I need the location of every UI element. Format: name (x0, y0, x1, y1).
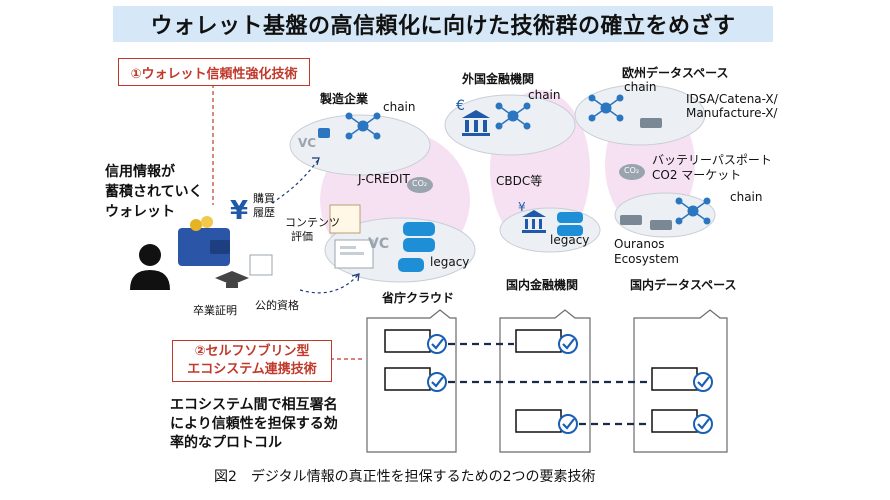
arrow-to-gov-cloud (299, 274, 359, 294)
person-icon (130, 244, 170, 290)
cbdc-label: CBDC等 (496, 174, 543, 188)
content-doc-icon (249, 204, 361, 276)
wallet-label-line3: ウォレット (105, 204, 175, 220)
chain-network-icon (345, 94, 711, 225)
figure-caption: 図2 デジタル情報の真正性を担保するための2つの要素技術 (214, 469, 596, 485)
sig-box-gov-1 (384, 329, 447, 354)
arrowhead-manufacturing (312, 157, 320, 166)
euro-icon: € (456, 98, 465, 114)
platform-foreign-finance (444, 94, 576, 156)
callout2-line1: ②セルフソブリン型 (194, 344, 310, 359)
co2-label-battery: CO₂ (624, 166, 640, 175)
node-manufacturing: 製造企業 (320, 92, 369, 106)
arrow-to-manufacturing (271, 159, 319, 204)
chain-label-foreign: chain (528, 88, 561, 102)
node-eu-data-space: 欧州データスペース (622, 66, 729, 80)
callout-wallet-reliability: ①ウォレット信頼性強化技術 (118, 58, 310, 86)
wallet-description: 信用情報が 蓄積されていく ウォレット (105, 162, 203, 222)
graduation-cap-icon (215, 271, 249, 288)
sig-box-data-2 (651, 409, 713, 434)
idsa-label: IDSA/Catena-X/Manufacture-X/ (686, 92, 778, 120)
graduation-certificate-label: 卒業証明 (193, 304, 237, 317)
purchase-history-label: 購買履歴 (253, 192, 275, 219)
node-gov-cloud: 省庁クラウド (382, 291, 455, 305)
wallet-label-line1: 信用情報が (105, 164, 175, 180)
thumbs-up-icon (318, 128, 330, 138)
vc-card-icon (334, 239, 374, 269)
yen-icon: ¥ (230, 196, 249, 226)
node-domestic-finance: 国内金融機関 (506, 278, 579, 292)
co2-cloud-icon (407, 164, 645, 193)
sig-box-gov-2 (384, 367, 447, 392)
vehicle-icon (620, 118, 672, 230)
platform-eu-data (574, 84, 706, 146)
vc-label-manufacturing: VC (298, 136, 317, 150)
yen-icon-finance: ¥ (518, 200, 526, 214)
node-foreign-finance: 外国金融機関 (462, 72, 535, 86)
bank-icon (462, 110, 546, 233)
protocol-line2: により信頼性を担保する効 (170, 416, 338, 432)
chain-label-domestic-data: chain (730, 190, 763, 204)
callout1-text: ①ウォレット信頼性強化技術 (130, 66, 298, 82)
vc-label-gov: VC (368, 236, 390, 252)
jcredit-label: J-CREDIT (358, 172, 410, 186)
co2-label-jcredit: CO₂ (412, 179, 428, 188)
protocol-line1: エコシステム間で相互署名 (170, 397, 338, 413)
callout-ecosystem-linkage: ②セルフソブリン型 エコシステム連携技術 (172, 340, 332, 382)
wallet-label-line2: 蓄積されていく (105, 184, 203, 200)
sig-box-fin-1 (515, 329, 578, 354)
database-icon (398, 212, 583, 272)
wallet-icon (178, 216, 230, 266)
public-qualification-label: 公的資格 (255, 299, 299, 312)
content-rating-label: コンテンツ評価 (285, 216, 340, 243)
sig-box-data-1 (651, 367, 713, 392)
arrowhead-gov-cloud (351, 273, 360, 282)
title-banner: ウォレット基盤の高信頼化に向けた技術群の確立をめざす (113, 6, 773, 42)
legacy-label-finance: legacy (550, 233, 590, 247)
chain-label-manufacturing: chain (383, 100, 416, 114)
sig-box-fin-2 (515, 409, 578, 434)
page-title: ウォレット基盤の高信頼化に向けた技術群の確立をめざす (150, 14, 736, 39)
legacy-label-gov: legacy (430, 255, 470, 269)
chain-label-eu: chain (624, 80, 657, 94)
node-domestic-data-space: 国内データスペース (630, 278, 737, 292)
platform-domestic-data (614, 192, 716, 238)
callout2-line2: エコシステム連携技術 (187, 362, 317, 377)
protocol-line3: 率的なプロトコル (170, 435, 282, 451)
protocol-description: エコシステム間で相互署名 により信頼性を担保する効 率的なプロトコル (170, 396, 338, 453)
